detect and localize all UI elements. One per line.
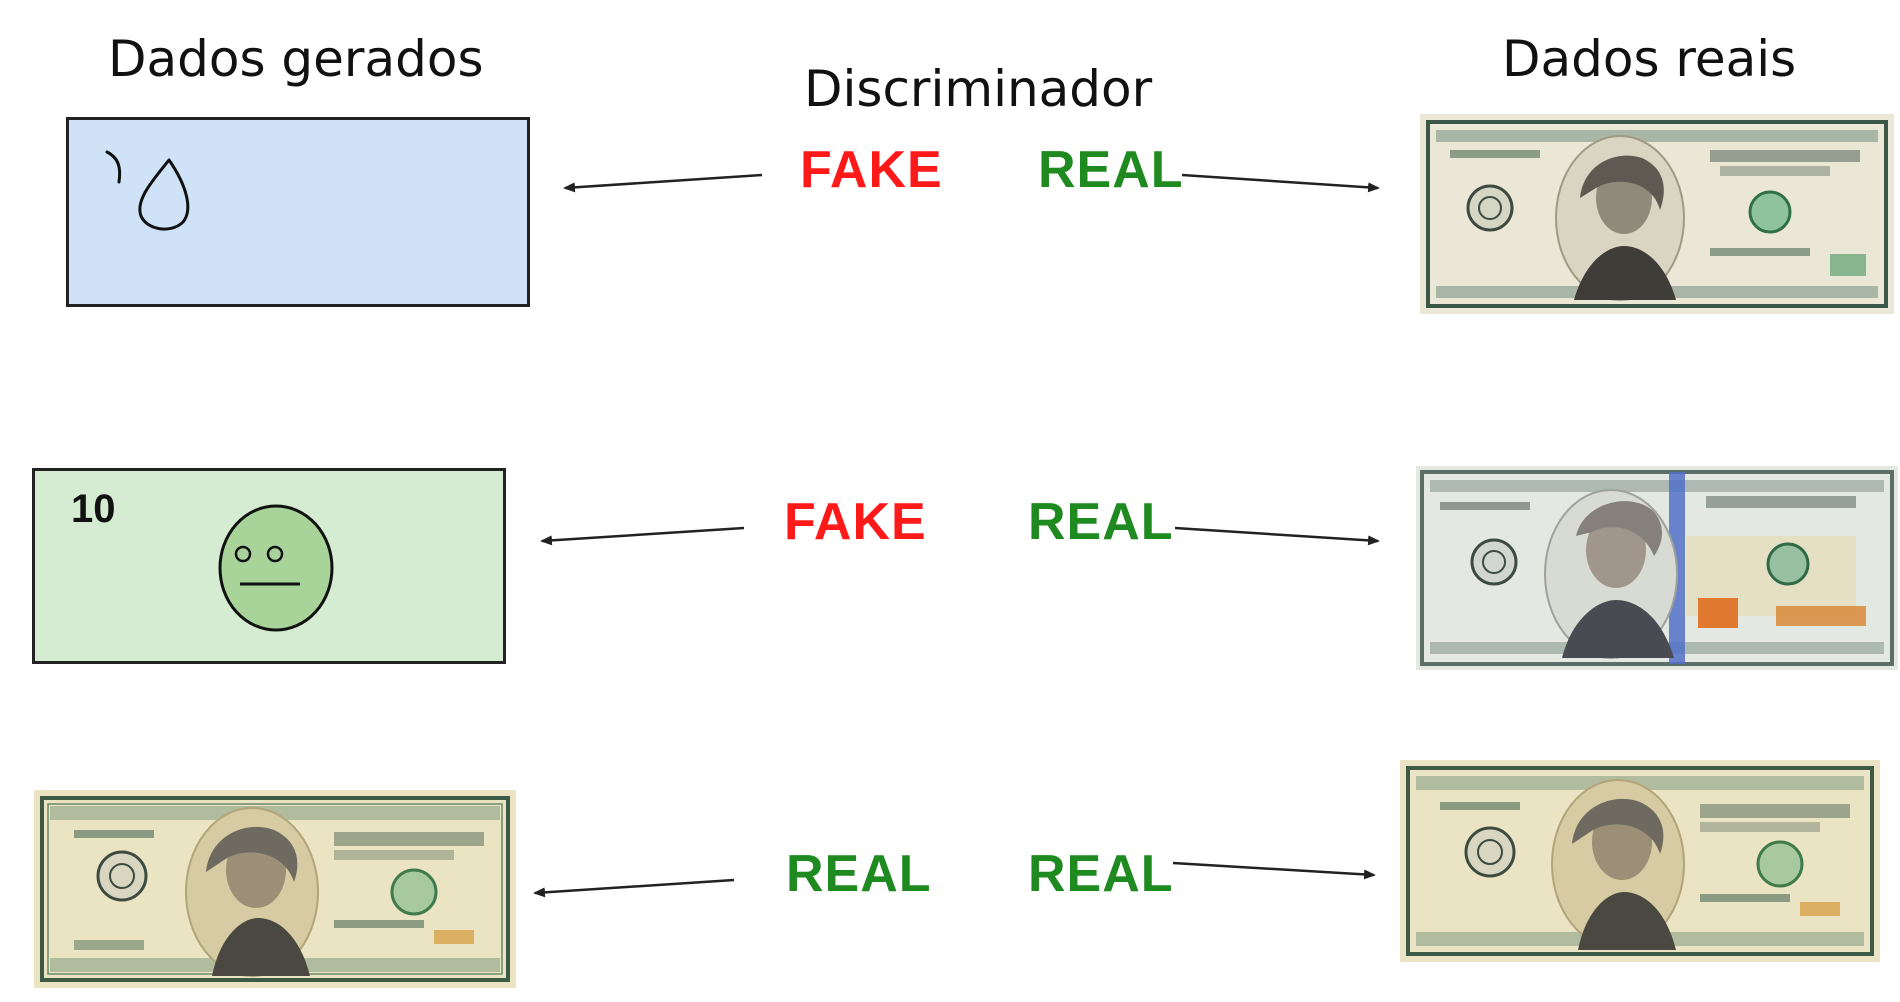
row2-right-verdict: REAL bbox=[1028, 493, 1174, 551]
denomination-label: 10 bbox=[71, 487, 116, 531]
generated-twenty-bill bbox=[34, 790, 516, 988]
arrow-row2-right bbox=[1174, 526, 1380, 546]
generated-note-blue bbox=[66, 117, 530, 307]
row3-right-verdict: REAL bbox=[1028, 845, 1174, 903]
real-ten-bill bbox=[1420, 114, 1894, 314]
face-drawing bbox=[218, 504, 334, 632]
generated-note-green: 10 bbox=[32, 468, 506, 664]
real-hundred-bill bbox=[1416, 466, 1898, 670]
generated-data-heading: Dados gerados bbox=[108, 30, 484, 88]
arrow-row1-right bbox=[1181, 173, 1380, 193]
discriminator-heading: Discriminador bbox=[804, 60, 1153, 118]
real-twenty-bill bbox=[1400, 760, 1880, 962]
arrow-row3-left bbox=[533, 878, 735, 898]
real-data-heading: Dados reais bbox=[1502, 30, 1797, 88]
arrow-row2-left bbox=[540, 526, 745, 546]
scribble-mark bbox=[105, 150, 190, 231]
arrow-row1-left bbox=[563, 173, 763, 193]
row2-left-verdict: FAKE bbox=[784, 493, 927, 551]
row1-left-verdict: FAKE bbox=[800, 141, 943, 199]
row1-right-verdict: REAL bbox=[1038, 141, 1184, 199]
row3-left-verdict: REAL bbox=[786, 845, 932, 903]
arrow-row3-right bbox=[1172, 861, 1376, 880]
